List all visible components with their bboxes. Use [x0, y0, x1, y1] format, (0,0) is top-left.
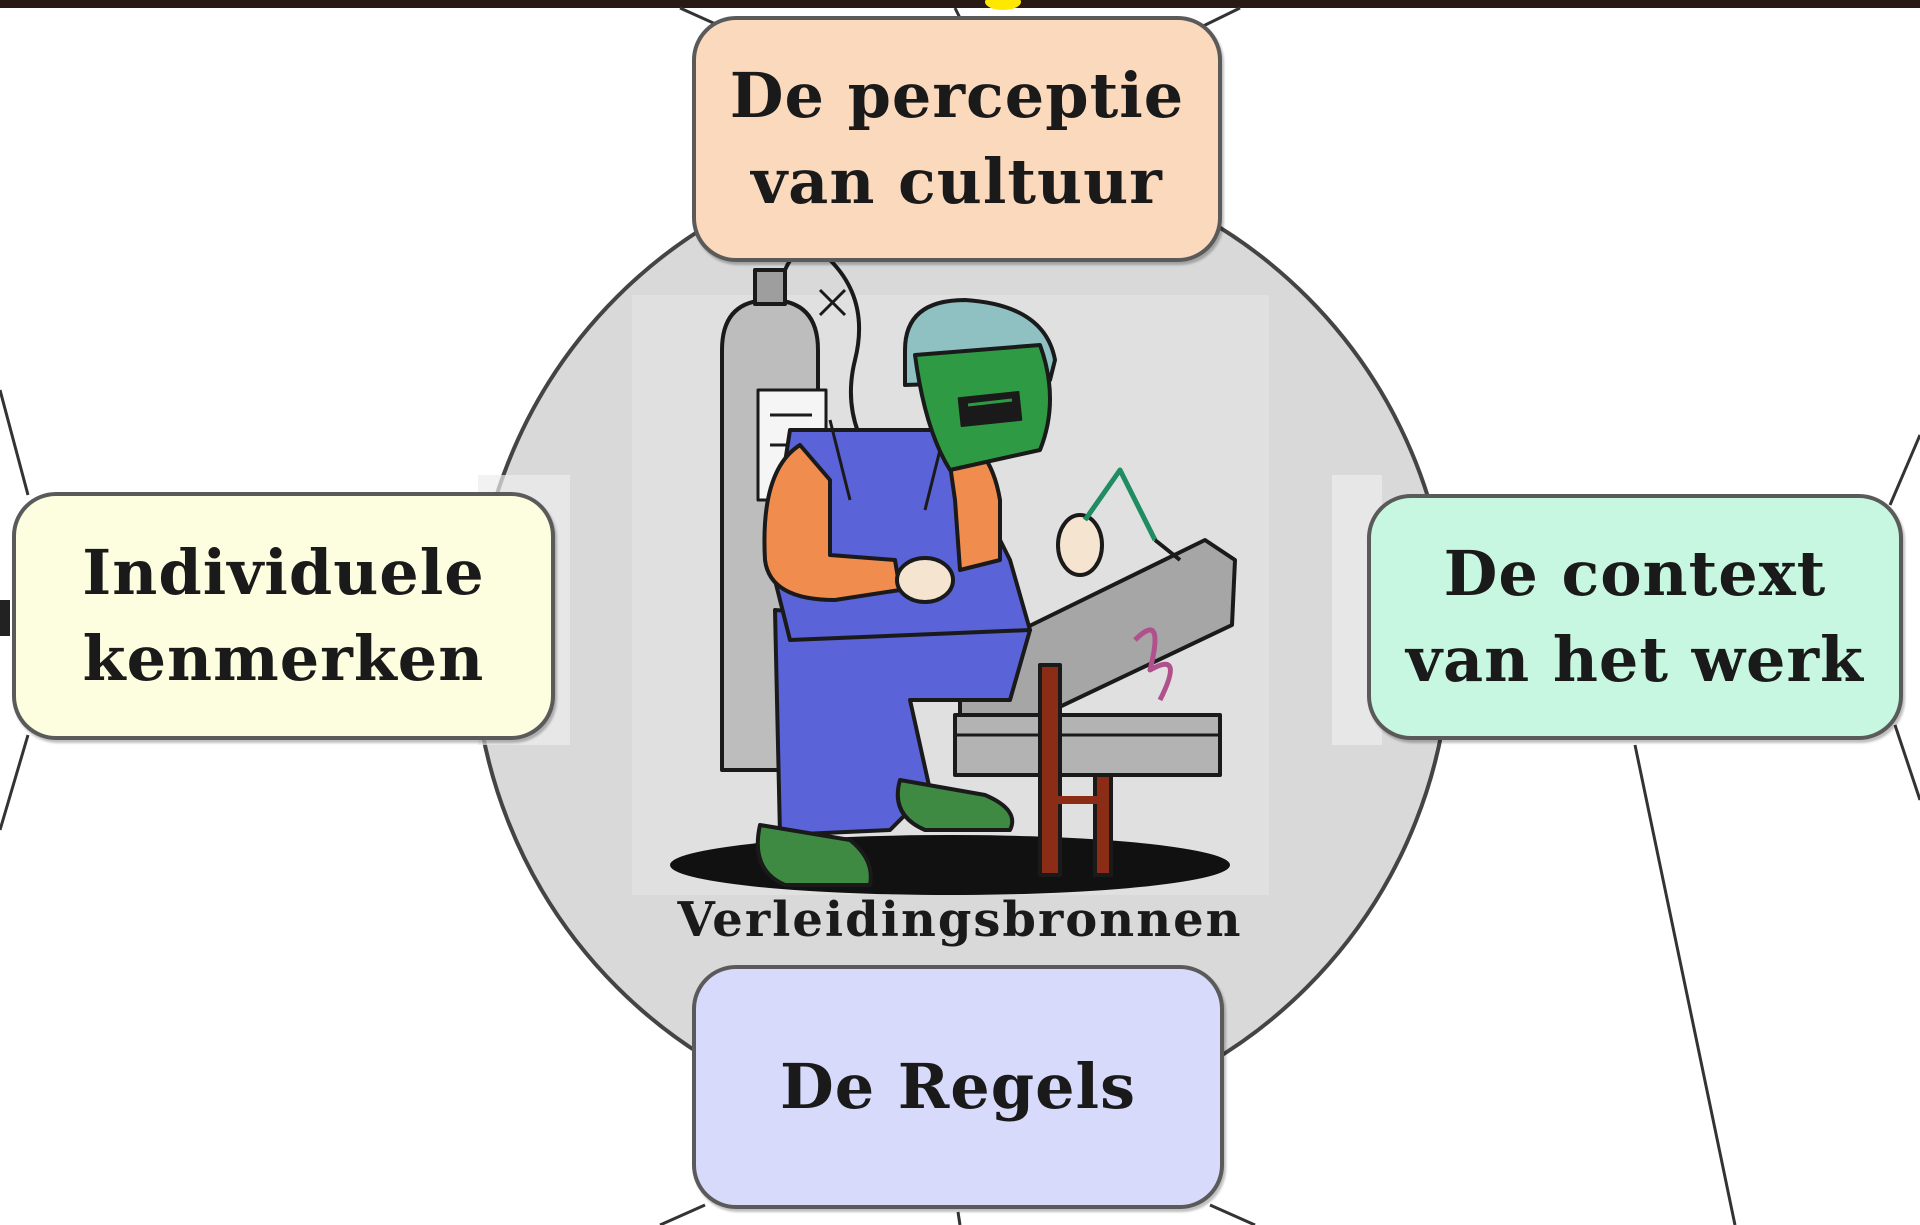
node-label: Individuele kenmerken	[82, 536, 485, 695]
node-label: De Regels	[779, 1050, 1137, 1124]
center-label: Verleidingsbronnen	[677, 892, 1243, 948]
accent-dot	[985, 0, 1021, 10]
node-perceptie-van-cultuur: De perceptie van cultuur	[692, 16, 1222, 262]
connector-lines	[0, 6, 1920, 1225]
node-de-regels: De Regels	[692, 965, 1224, 1209]
left-edge-mark	[0, 600, 10, 636]
node-label: De context van het werk	[1405, 537, 1865, 696]
node-context-van-het-werk: De context van het werk	[1367, 494, 1903, 740]
node-individuele-kenmerken: Individuele kenmerken	[12, 492, 555, 740]
welder-icon	[670, 247, 1237, 895]
top-band	[0, 0, 1920, 8]
node-label: De perceptie van cultuur	[729, 59, 1185, 218]
